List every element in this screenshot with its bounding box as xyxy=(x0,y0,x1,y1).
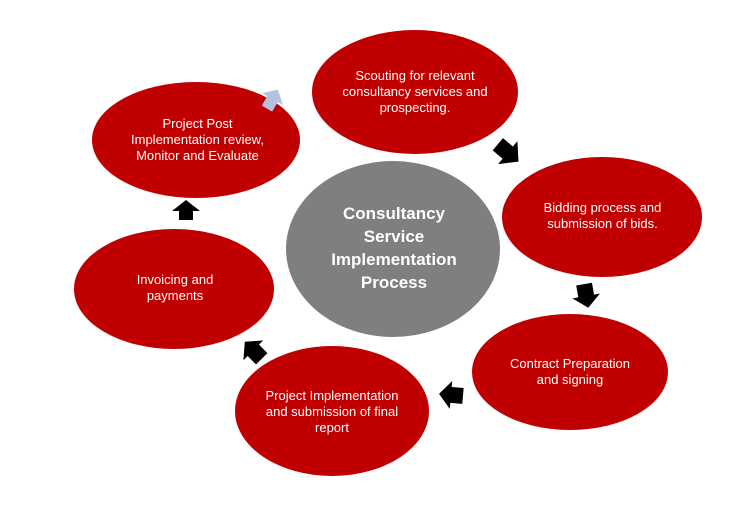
arrow-icon-2-3 xyxy=(572,282,600,308)
arrow-icon-4-5 xyxy=(243,340,268,365)
step-ellipse-6 xyxy=(92,82,300,198)
step-ellipse-2 xyxy=(502,157,702,277)
center-label: Consultancy Service Implementation Proce… xyxy=(331,204,457,292)
arrow-icon-1-2 xyxy=(492,138,519,165)
step-ellipse-4 xyxy=(235,346,429,476)
arrow-icon-3-4 xyxy=(439,380,464,409)
step-3-label: Contract Preparation and signing xyxy=(510,356,630,387)
step-ellipse-5 xyxy=(74,229,274,349)
step-4-label: Project Implementation and submission of… xyxy=(265,388,399,435)
step-ellipse-3 xyxy=(472,314,668,430)
step-5-label: Invoicing and payments xyxy=(136,272,214,303)
arrow-icon-6-1 xyxy=(261,89,283,112)
step-2-label: Bidding process and submission of bids. xyxy=(543,200,662,231)
step-1-label: Scouting for relevant consultancy servic… xyxy=(342,68,488,115)
center-ellipse xyxy=(286,161,500,337)
step-ellipse-1 xyxy=(312,30,518,154)
step-6-label: Project Post Implementation review, Moni… xyxy=(131,116,264,163)
arrow-icon-5-6 xyxy=(172,200,200,220)
